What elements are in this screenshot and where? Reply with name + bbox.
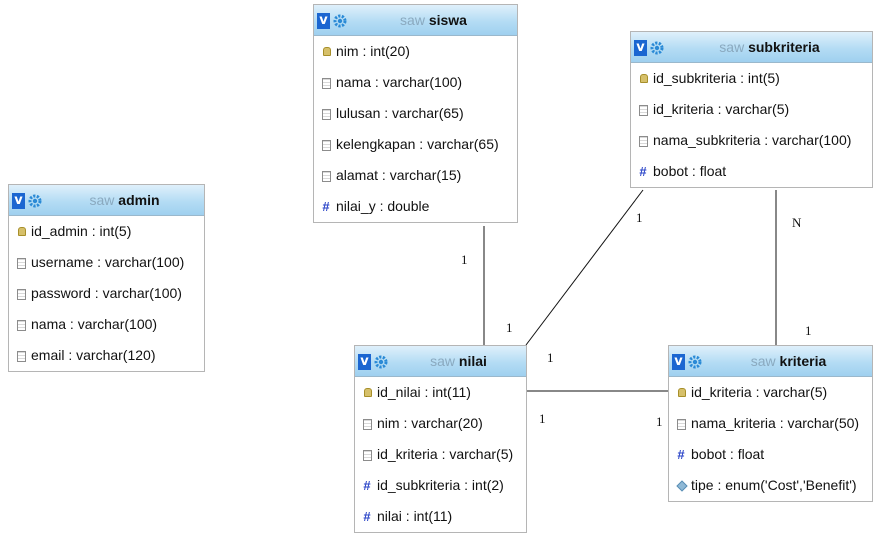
column-row[interactable]: # id_subkriteria : int(2) bbox=[355, 470, 526, 501]
column-row[interactable]: # bobot : float bbox=[669, 439, 872, 470]
table-header[interactable]: v saw kriteria bbox=[669, 346, 872, 377]
numeric-icon: # bbox=[322, 199, 330, 214]
subkriteria-nilai-line bbox=[525, 189, 644, 346]
table-title: saw siswa bbox=[400, 12, 467, 28]
column-row[interactable]: # nilai_y : double bbox=[314, 191, 517, 222]
column-row[interactable]: alamat : varchar(15) bbox=[314, 160, 517, 191]
view-toggle-icon[interactable]: v bbox=[634, 40, 647, 56]
gear-icon[interactable] bbox=[28, 194, 42, 208]
table-title: saw kriteria bbox=[750, 353, 827, 369]
column-label: id_subkriteria : int(2) bbox=[377, 477, 504, 493]
column-row[interactable]: nim : varchar(20) bbox=[355, 408, 526, 439]
table-subkriteria[interactable]: v saw subkriteria id_subkriteria : int(5… bbox=[630, 31, 873, 188]
column-label: kelengkapan : varchar(65) bbox=[336, 136, 499, 152]
column-row[interactable]: kelengkapan : varchar(65) bbox=[314, 129, 517, 160]
column-row[interactable]: email : varchar(120) bbox=[9, 340, 204, 371]
table-siswa[interactable]: v saw siswa nim : int(20) nama : varchar(… bbox=[313, 4, 518, 223]
column-row[interactable]: id_kriteria : varchar(5) bbox=[631, 94, 872, 125]
column-row[interactable]: # bobot : float bbox=[631, 156, 872, 187]
relation-label: 1 bbox=[539, 411, 546, 426]
column-row[interactable]: id_admin : int(5) bbox=[9, 216, 204, 247]
column-row[interactable]: id_kriteria : varchar(5) bbox=[669, 377, 872, 408]
relation-label: 1 bbox=[656, 414, 663, 429]
column-label: id_kriteria : varchar(5) bbox=[377, 446, 514, 462]
column-label: tipe : enum('Cost','Benefit') bbox=[691, 477, 857, 493]
table-title: saw admin bbox=[89, 192, 160, 208]
column-label: alamat : varchar(15) bbox=[336, 167, 462, 183]
column-label: username : varchar(100) bbox=[31, 254, 185, 270]
column-label: id_subkriteria : int(5) bbox=[653, 70, 780, 86]
table-kriteria[interactable]: v saw kriteria id_kriteria : varchar(5) n… bbox=[668, 345, 873, 502]
table-title: saw nilai bbox=[430, 353, 487, 369]
numeric-icon: # bbox=[677, 447, 685, 462]
column-label: nim : int(20) bbox=[336, 43, 410, 59]
relation-label: 1 bbox=[506, 320, 513, 335]
table-header[interactable]: v saw subkriteria bbox=[631, 32, 872, 63]
column-row[interactable]: password : varchar(100) bbox=[9, 278, 204, 309]
view-toggle-icon[interactable]: v bbox=[672, 354, 685, 370]
gear-icon[interactable] bbox=[374, 355, 388, 369]
relation-label: N bbox=[792, 215, 802, 230]
column-row[interactable]: id_subkriteria : int(5) bbox=[631, 63, 872, 94]
table-title: saw subkriteria bbox=[719, 39, 820, 55]
column-label: email : varchar(120) bbox=[31, 347, 156, 363]
gear-icon[interactable] bbox=[650, 41, 664, 55]
column-label: nama : varchar(100) bbox=[336, 74, 463, 90]
column-label: bobot : float bbox=[653, 163, 727, 179]
table-nilai[interactable]: v saw nilai id_nilai : int(11) nim : varc… bbox=[354, 345, 527, 533]
column-row[interactable]: nama_kriteria : varchar(50) bbox=[669, 408, 872, 439]
table-header[interactable]: v saw siswa bbox=[314, 5, 517, 36]
numeric-icon: # bbox=[639, 164, 647, 179]
column-label: bobot : float bbox=[691, 446, 765, 462]
view-toggle-icon[interactable]: v bbox=[358, 354, 371, 370]
column-row[interactable]: nim : int(20) bbox=[314, 36, 517, 67]
view-toggle-icon[interactable]: v bbox=[12, 193, 25, 209]
column-row[interactable]: id_nilai : int(11) bbox=[355, 377, 526, 408]
column-row[interactable]: id_kriteria : varchar(5) bbox=[355, 439, 526, 470]
column-label: nim : varchar(20) bbox=[377, 415, 483, 431]
column-label: nama : varchar(100) bbox=[31, 316, 158, 332]
column-label: id_admin : int(5) bbox=[31, 223, 132, 239]
column-row[interactable]: username : varchar(100) bbox=[9, 247, 204, 278]
gear-icon[interactable] bbox=[688, 355, 702, 369]
column-label: id_kriteria : varchar(5) bbox=[653, 101, 790, 117]
relation-label: 1 bbox=[636, 210, 643, 225]
column-label: id_kriteria : varchar(5) bbox=[691, 384, 828, 400]
column-label: id_nilai : int(11) bbox=[377, 384, 471, 400]
gear-icon[interactable] bbox=[333, 14, 347, 28]
view-toggle-icon[interactable]: v bbox=[317, 13, 330, 29]
column-label: password : varchar(100) bbox=[31, 285, 182, 301]
relation-label: 1 bbox=[547, 350, 554, 365]
column-row[interactable]: nama_subkriteria : varchar(100) bbox=[631, 125, 872, 156]
table-header[interactable]: v saw admin bbox=[9, 185, 204, 216]
column-label: nilai : int(11) bbox=[377, 508, 453, 524]
column-label: nama_subkriteria : varchar(100) bbox=[653, 132, 852, 148]
column-row[interactable]: tipe : enum('Cost','Benefit') bbox=[669, 470, 872, 501]
column-label: nilai_y : double bbox=[336, 198, 430, 214]
relation-label: 1 bbox=[461, 252, 468, 267]
numeric-icon: # bbox=[363, 478, 371, 493]
column-label: nama_kriteria : varchar(50) bbox=[691, 415, 860, 431]
table-admin[interactable]: v saw admin id_admin : int(5) username : … bbox=[8, 184, 205, 372]
relation-label: 1 bbox=[805, 323, 812, 338]
column-row[interactable]: lulusan : varchar(65) bbox=[314, 98, 517, 129]
table-header[interactable]: v saw nilai bbox=[355, 346, 526, 377]
column-row[interactable]: # nilai : int(11) bbox=[355, 501, 526, 532]
column-row[interactable]: nama : varchar(100) bbox=[314, 67, 517, 98]
column-row[interactable]: nama : varchar(100) bbox=[9, 309, 204, 340]
numeric-icon: # bbox=[363, 509, 371, 524]
column-label: lulusan : varchar(65) bbox=[336, 105, 464, 121]
